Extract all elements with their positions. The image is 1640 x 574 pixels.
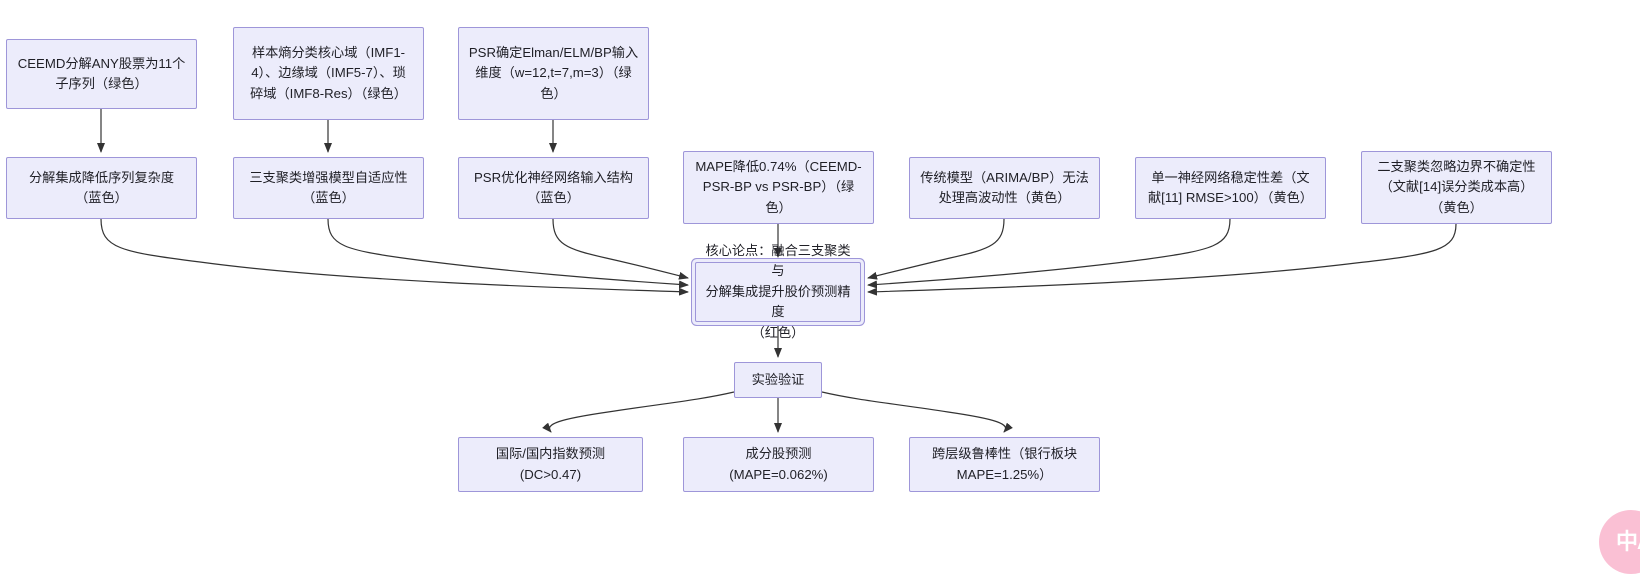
edge-m5-core	[867, 218, 1005, 280]
edge-m3-core	[552, 218, 689, 280]
node-label: 传统模型（ARIMA/BP）无法 处理高波动性（黄色）	[920, 169, 1089, 205]
watermark-badge: 中A	[1599, 510, 1640, 574]
edge-m6-core	[867, 218, 1231, 289]
watermark-label: 中A	[1616, 528, 1640, 554]
node-sample-entropy-classify[interactable]: 样本熵分类核心域（IMF1- 4）、边缘域（IMF5-7）、琐 碎域（IMF8-…	[233, 27, 424, 120]
node-index-forecast-result[interactable]: 国际/国内指数预测 (DC>0.47)	[458, 437, 643, 492]
node-label: 分解集成降低序列复杂度 （蓝色）	[28, 169, 175, 205]
node-decomposition-reduces-complexity[interactable]: 分解集成降低序列复杂度 （蓝色）	[6, 157, 197, 219]
node-label: 二支聚类忽略边界不确定性 （文献[14]误分类成本高） （黄色）	[1377, 158, 1536, 215]
node-label: 实验验证	[751, 371, 805, 387]
node-two-way-clustering-boundary[interactable]: 二支聚类忽略边界不确定性 （文献[14]误分类成本高） （黄色）	[1361, 151, 1552, 224]
node-label: CEEMD分解ANY股票为11个 子序列（绿色）	[17, 55, 186, 91]
node-three-way-clustering-adaptivity[interactable]: 三支聚类增强模型自适应性 （蓝色）	[233, 157, 424, 219]
edge-verify-r3	[821, 391, 1013, 433]
node-single-network-instability[interactable]: 单一神经网络稳定性差（文 献[11] RMSE>100）（黄色）	[1135, 157, 1326, 219]
node-label: PSR确定Elman/ELM/BP输入 维度（w=12,t=7,m=3）（绿 色…	[468, 44, 639, 101]
node-label: MAPE降低0.74%（CEEMD- PSR-BP vs PSR-BP）（绿 色…	[695, 158, 862, 215]
node-label: 跨层级鲁棒性（银行板块 MAPE=1.25%）	[931, 446, 1078, 482]
node-label: 核心论点：融合三支聚类与 分解集成提升股价预测精度 （红色）	[705, 242, 851, 340]
node-experimental-verification[interactable]: 实验验证	[734, 362, 822, 398]
node-label: 成分股预测 (MAPE=0.062%)	[729, 446, 828, 482]
node-psr-input-dimension[interactable]: PSR确定Elman/ELM/BP输入 维度（w=12,t=7,m=3）（绿 色…	[458, 27, 649, 120]
node-label: 国际/国内指数预测 (DC>0.47)	[495, 446, 606, 482]
node-mape-reduction[interactable]: MAPE降低0.74%（CEEMD- PSR-BP vs PSR-BP）（绿 色…	[683, 151, 874, 224]
edge-m2-core	[327, 218, 689, 289]
edge-m7-core	[867, 223, 1457, 296]
node-cross-level-robustness-result[interactable]: 跨层级鲁棒性（银行板块 MAPE=1.25%）	[909, 437, 1100, 492]
node-label: PSR优化神经网络输入结构 （蓝色）	[474, 169, 633, 205]
node-constituent-stock-forecast-result[interactable]: 成分股预测 (MAPE=0.062%)	[683, 437, 874, 492]
node-label: 样本熵分类核心域（IMF1- 4）、边缘域（IMF5-7）、琐 碎域（IMF8-…	[250, 44, 407, 101]
edge-verify-r1	[542, 391, 735, 433]
node-traditional-model-limitation[interactable]: 传统模型（ARIMA/BP）无法 处理高波动性（黄色）	[909, 157, 1100, 219]
node-label: 单一神经网络稳定性差（文 献[11] RMSE>100）（黄色）	[1147, 169, 1313, 205]
node-psr-optimizes-network-input[interactable]: PSR优化神经网络输入结构 （蓝色）	[458, 157, 649, 219]
node-label: 三支聚类增强模型自适应性 （蓝色）	[249, 169, 408, 205]
node-core-thesis[interactable]: 核心论点：融合三支聚类与 分解集成提升股价预测精度 （红色）	[695, 243, 861, 340]
edge-m1-core	[100, 218, 689, 296]
node-ceemd-decompose[interactable]: CEEMD分解ANY股票为11个 子序列（绿色）	[6, 39, 197, 109]
